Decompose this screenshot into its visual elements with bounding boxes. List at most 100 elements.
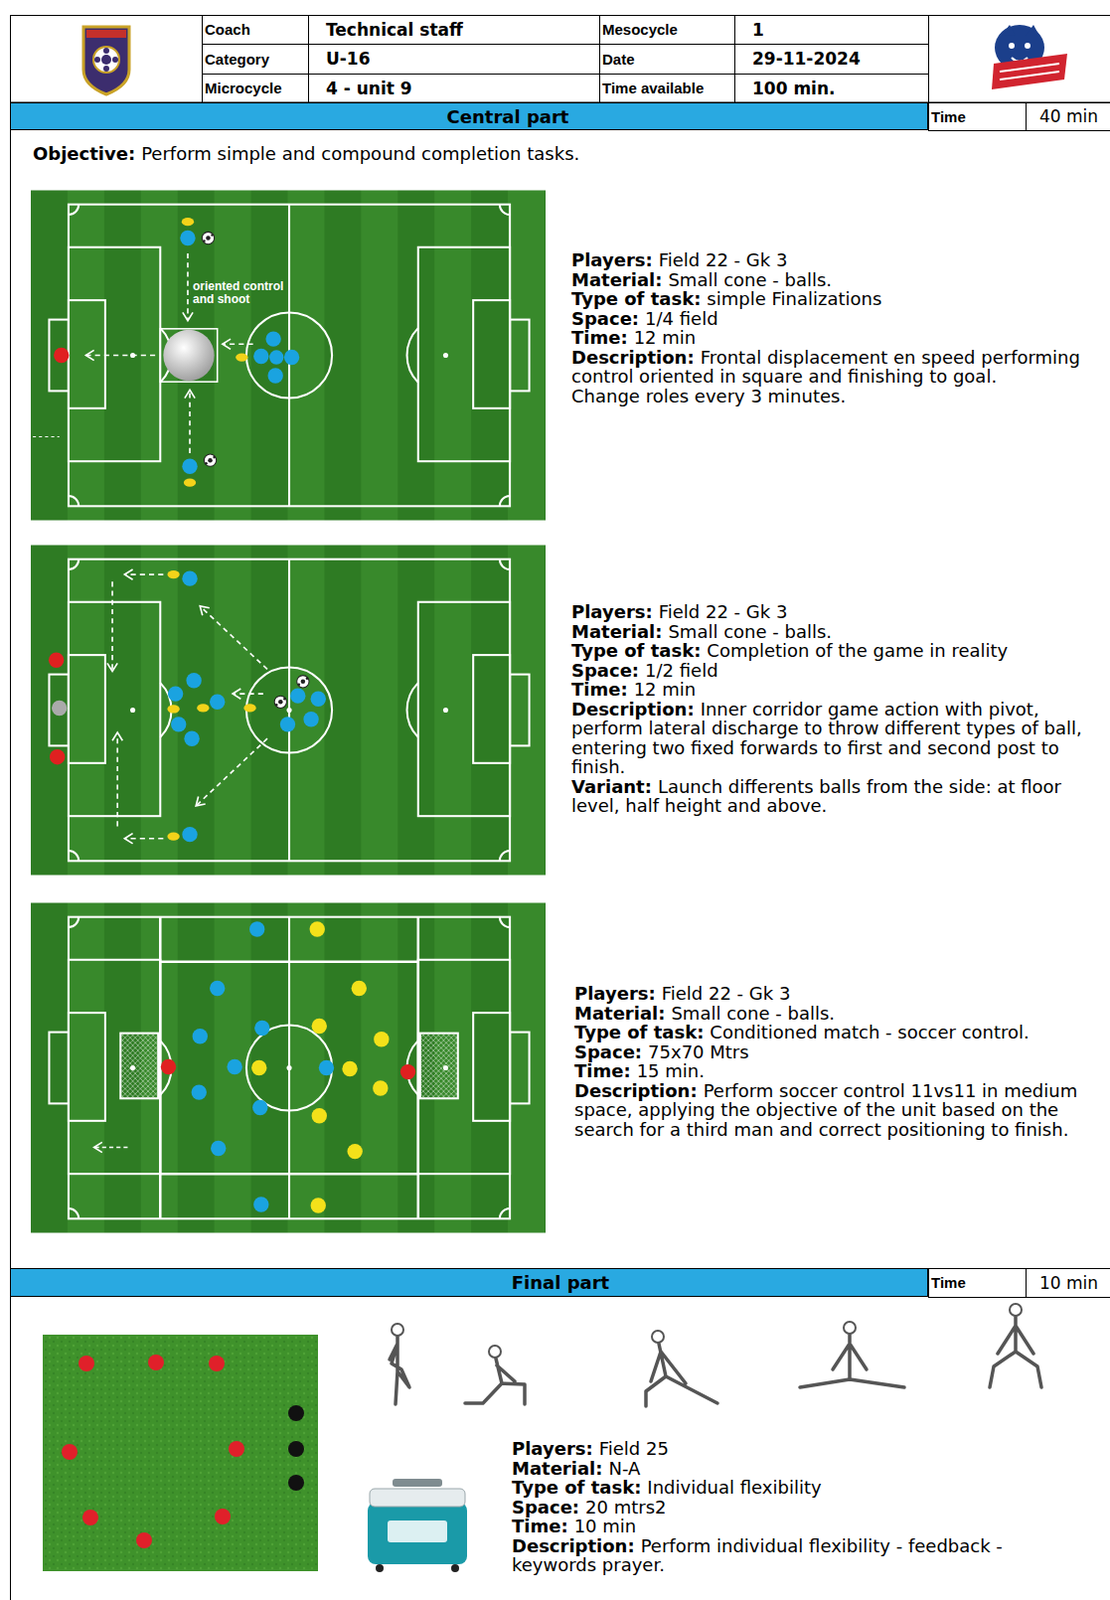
- header-cell: Microcycle: [201, 73, 309, 103]
- task-card: Players:Field 22 - Gk 3Material:Small co…: [574, 983, 1094, 1139]
- task-value: 75x70 Mtrs: [647, 1041, 750, 1063]
- task-key: Description:: [574, 1080, 698, 1102]
- task-line: Space:1/2 field: [571, 660, 1094, 681]
- task-card: Players:Field 25Material:N-AType of task…: [511, 1438, 1089, 1576]
- header-cell: Mesocycle: [599, 14, 735, 44]
- task-line: Variant:Launch differents balls from the…: [571, 777, 1094, 816]
- task-key: Space:: [511, 1496, 580, 1518]
- task-value: Small cone - balls.: [670, 1002, 835, 1024]
- task-key: Type of task:: [571, 288, 701, 310]
- task-line: Type of task:Individual flexibility: [511, 1477, 1089, 1498]
- task-value: N-A: [608, 1457, 640, 1479]
- header-cell: Category: [201, 43, 309, 74]
- task-line: Material:Small cone - balls.: [574, 1003, 1094, 1024]
- time-cell: Time: [928, 102, 1026, 131]
- task-key: Players:: [574, 982, 656, 1004]
- task-line: Type of task:Conditioned match - soccer …: [574, 1022, 1094, 1043]
- task-line: Type of task:Completion of the game in r…: [571, 640, 1094, 661]
- time-value-cell: 10 min: [1025, 1268, 1110, 1297]
- task-line: Time:12 min: [571, 327, 1089, 348]
- header-key: Microcycle: [201, 79, 283, 97]
- task-key: Space:: [574, 1041, 642, 1063]
- task-value: simple Finalizations: [706, 288, 882, 310]
- pitch-annotation: oriented control and shoot: [192, 280, 297, 307]
- time-key: Time: [928, 108, 966, 126]
- task-line: Change roles every 3 minutes.: [571, 386, 1089, 407]
- task-value: Small cone - balls.: [667, 621, 832, 642]
- task-value: Conditioned match - soccer control.: [709, 1021, 1029, 1043]
- task-value: 12 min: [634, 678, 697, 700]
- task-key: Material:: [511, 1457, 603, 1479]
- task-value: Field 25: [599, 1437, 669, 1459]
- task-key: Type of task:: [574, 1021, 704, 1043]
- task-key: Description:: [511, 1535, 635, 1557]
- task-line: Players:Field 22 - Gk 3: [574, 983, 1094, 1004]
- task-value: Individual flexibility: [646, 1476, 821, 1498]
- header-value-cell: 29-11-2024: [734, 43, 929, 74]
- header-value: 4 - unit 9: [308, 78, 413, 99]
- task-line: Time:15 min.: [574, 1061, 1094, 1082]
- task-line: Description:Perform individual flexibili…: [511, 1536, 1089, 1576]
- task-key: Time:: [511, 1515, 569, 1537]
- cooler-icon: [367, 1478, 468, 1573]
- objective-text: Perform simple and compound completion t…: [141, 143, 580, 164]
- task-value: Completion of the game in reality: [706, 639, 1008, 661]
- task-line: Material:Small cone - balls.: [571, 622, 1094, 642]
- task-value: Field 22 - Gk 3: [658, 601, 789, 623]
- task-note: Change roles every 3 minutes.: [571, 385, 846, 407]
- header-value-cell: 1: [734, 14, 929, 44]
- task-value: 12 min: [634, 326, 697, 348]
- time-value: 40 min: [1025, 106, 1099, 127]
- task-value: 15 min.: [636, 1060, 705, 1082]
- time-value: 10 min: [1025, 1272, 1099, 1293]
- task-key: Players:: [571, 249, 653, 271]
- section-title: Central part: [447, 106, 570, 128]
- task-line: Description:Inner corridor game action w…: [571, 699, 1094, 778]
- header-cell: Coach: [201, 14, 309, 44]
- task-card: Players:Field 22 - Gk 3Material:Small co…: [571, 250, 1089, 406]
- task-value: Small cone - balls.: [667, 269, 832, 291]
- task-key: Material:: [571, 269, 662, 291]
- section-band: Final part: [9, 1268, 929, 1297]
- header-key: Coach: [201, 20, 251, 38]
- section-band: Central part: [9, 102, 929, 131]
- task-line: Material:N-A: [511, 1458, 1089, 1479]
- task-key: Space:: [571, 659, 639, 681]
- task-key: Material:: [574, 1002, 665, 1024]
- task-line: Description:Perform soccer control 11vs1…: [574, 1081, 1094, 1140]
- task-key: Type of task:: [571, 639, 701, 661]
- club-logo: [991, 24, 1068, 90]
- task-key: Variant:: [571, 776, 652, 797]
- task-line: Space:1/4 field: [571, 309, 1089, 329]
- task-line: Material:Small cone - balls.: [571, 270, 1089, 291]
- task-line: Time:12 min: [571, 679, 1094, 700]
- task-value: Field 22 - Gk 3: [661, 982, 792, 1004]
- header-key: Category: [201, 50, 270, 68]
- task-line: Players:Field 22 - Gk 3: [571, 602, 1094, 623]
- task-line: Space:75x70 Mtrs: [574, 1042, 1094, 1063]
- task-value: 1/4 field: [644, 308, 719, 329]
- header-value-cell: 100 min.: [734, 73, 929, 103]
- task-key: Time:: [574, 1060, 632, 1082]
- task-line: Space:20 mtrs2: [511, 1497, 1089, 1518]
- task-line: Players:Field 22 - Gk 3: [571, 250, 1089, 271]
- task-key: Type of task:: [511, 1476, 641, 1498]
- task-value: 10 min: [574, 1515, 637, 1537]
- pitch-diagram: [30, 902, 546, 1233]
- pitch-diagram: [30, 544, 546, 875]
- objective-key: Objective:: [32, 143, 136, 164]
- header-value: Technical staff: [308, 19, 464, 40]
- task-line: Time:10 min: [511, 1516, 1089, 1537]
- task-key: Space:: [571, 308, 639, 329]
- header-key: Date: [599, 50, 635, 68]
- task-key: Players:: [571, 601, 653, 623]
- objective-row: Objective:Perform simple and compound co…: [32, 143, 1097, 165]
- header-value-cell: Technical staff: [308, 14, 600, 44]
- task-key: Description:: [571, 698, 695, 720]
- time-cell: Time: [928, 1268, 1026, 1297]
- task-key: Time:: [571, 326, 629, 348]
- header-value-cell: 4 - unit 9: [308, 73, 600, 103]
- task-key: Description:: [571, 346, 695, 368]
